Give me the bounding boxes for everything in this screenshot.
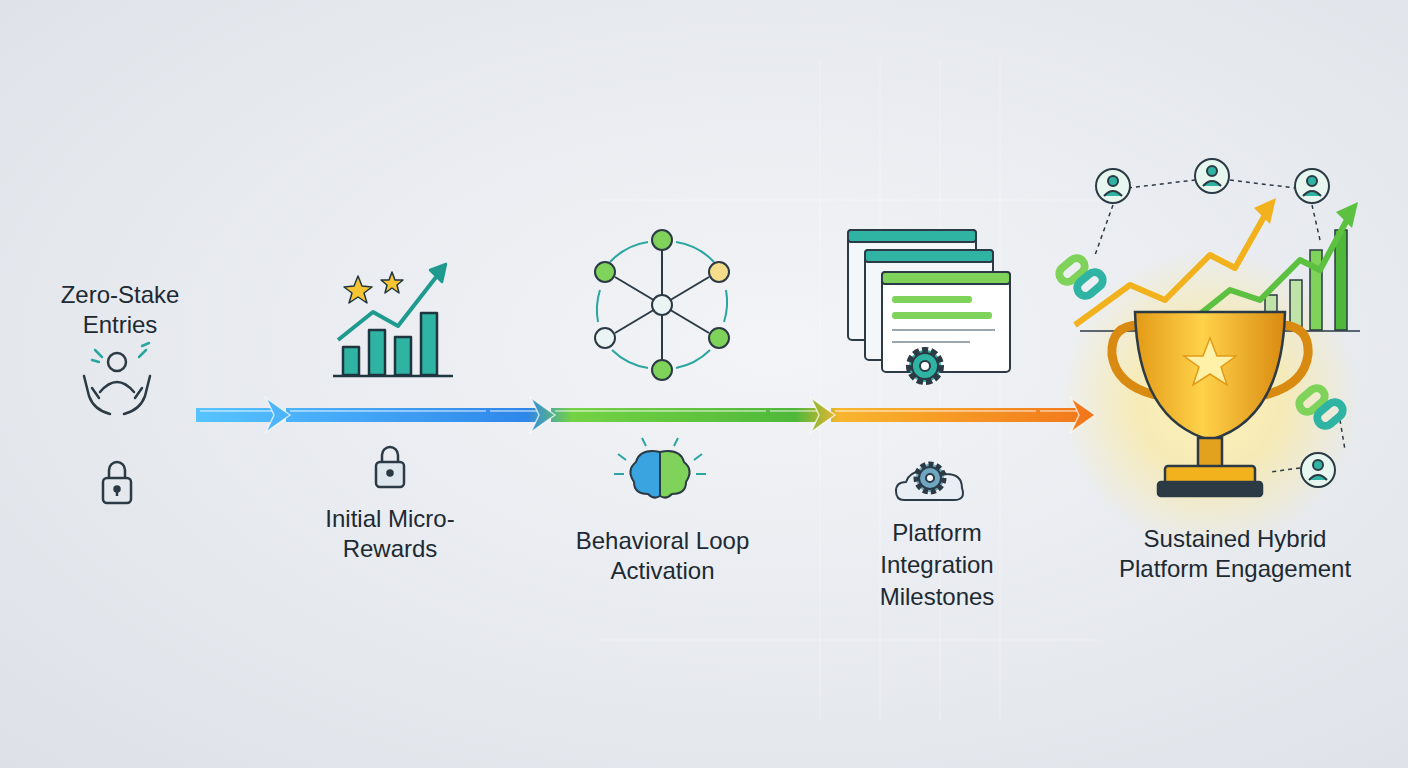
person-hands-icon xyxy=(84,343,150,414)
arrow-highlight xyxy=(490,410,541,412)
stage-label: Behavioral Loop Activation xyxy=(555,526,770,586)
stage-node: Initial Micro-Rewards xyxy=(290,250,490,570)
arrow-shaft xyxy=(766,408,821,422)
trophy-illustration xyxy=(1056,159,1360,550)
brain-icon xyxy=(614,438,706,498)
background-grid xyxy=(600,60,1100,720)
stage-node: Sustained Hybrid Platform Engagement xyxy=(1095,160,1375,600)
arrow-shaft xyxy=(486,408,541,422)
arrow-head xyxy=(266,398,290,432)
arrow-glow xyxy=(490,402,541,428)
arrow-glow xyxy=(770,402,821,428)
lock-icon xyxy=(103,462,131,503)
arrow-shaft xyxy=(1036,408,1081,422)
lock-icon xyxy=(376,447,404,487)
arrow-highlight xyxy=(1040,410,1081,412)
stage-node: Platform Integration Milestones xyxy=(835,220,1040,610)
arrow-head xyxy=(531,398,555,432)
arrow-head xyxy=(811,398,835,432)
window-stack-icon xyxy=(848,230,1010,382)
flow-arrow xyxy=(196,398,290,432)
arrow-glow xyxy=(200,402,276,428)
loop-network-icon xyxy=(595,230,729,380)
stage-label: Sustained Hybrid Platform Engagement xyxy=(1105,524,1365,584)
flow-band xyxy=(286,411,1044,415)
stage-label: Zero-Stake Entries xyxy=(40,280,200,340)
stage-label: Initial Micro-Rewards xyxy=(290,504,490,564)
arrow-highlight xyxy=(200,410,276,412)
arrow-highlight xyxy=(770,410,821,412)
stage-label: Platform Integration Milestones xyxy=(872,517,1002,613)
arrow-head xyxy=(1071,398,1095,432)
flow-arrow xyxy=(486,398,555,432)
arrow-glow xyxy=(1040,402,1081,428)
growth-chart-icon xyxy=(333,264,453,376)
gear-cloud-icon xyxy=(896,464,963,500)
stage-node: Zero-Stake Entries xyxy=(40,270,200,515)
flow-arrow xyxy=(1036,398,1095,432)
flow-arrow xyxy=(766,398,835,432)
arrow-shaft xyxy=(196,408,276,422)
stage-node: Behavioral Loop Activation xyxy=(555,250,770,585)
